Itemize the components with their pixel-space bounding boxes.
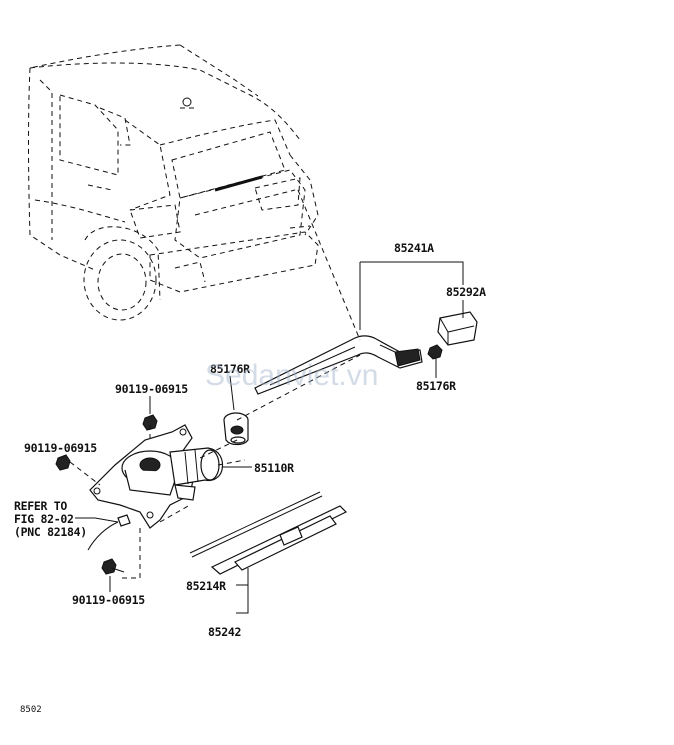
vehicle-outline (28, 44, 319, 321)
wiper-arm (254, 335, 423, 395)
grommet-nut (223, 412, 249, 446)
refer-line-3: (PNC 82184) (14, 525, 87, 539)
label-85242: 85242 (208, 625, 241, 639)
wiper-motor (89, 424, 224, 529)
label-85292A: 85292A (446, 285, 486, 299)
harness-connector (87, 514, 131, 551)
wiper-blade (189, 491, 348, 575)
label-90119-bottom: 90119-06915 (72, 593, 145, 607)
bolt-left (55, 454, 71, 471)
watermark: Sedanviet.vn (205, 359, 378, 392)
refer-line-2: FIG 82-02 (14, 512, 74, 526)
page-code: 8502 (20, 705, 42, 715)
bolt-top (142, 414, 158, 431)
arm-nut-right (427, 344, 443, 360)
label-85110R: 85110R (254, 461, 294, 475)
label-90119-top: 90119-06915 (115, 382, 188, 396)
label-85214R: 85214R (186, 579, 226, 593)
leader-lines (75, 261, 464, 614)
refer-line-1: REFER TO (14, 499, 67, 513)
assembly-lines (69, 189, 361, 579)
label-85176R-center: 85176R (210, 362, 250, 376)
label-85176R-right: 85176R (416, 379, 456, 393)
label-90119-left: 90119-06915 (24, 441, 97, 455)
bolt-bottom (101, 558, 125, 575)
label-85241A: 85241A (394, 241, 434, 255)
arm-cap (437, 311, 478, 346)
